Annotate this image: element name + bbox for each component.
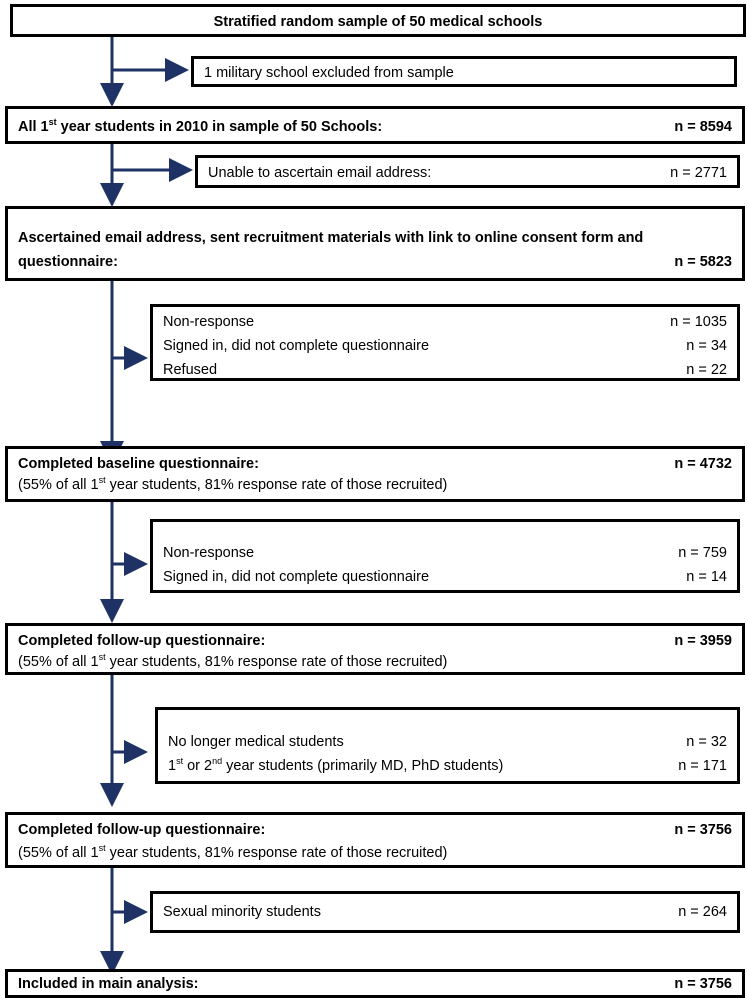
box-followup-completed: Completed follow-up questionnaire: n = 3…: [5, 623, 745, 675]
exclusion-followup-2-item-2-label: 1st or 2nd year students (primarily MD, …: [168, 756, 504, 774]
box-main-analysis: Included in main analysis: n = 3756: [5, 969, 745, 998]
box-recruited: Ascertained email address, sent recruitm…: [5, 206, 745, 281]
box-sample-text: Stratified random sample of 50 medical s…: [213, 14, 543, 30]
box-followup-eligible-n: n = 3756: [674, 822, 732, 838]
box-sample: Stratified random sample of 50 medical s…: [10, 4, 746, 37]
exclusion-no-email-label: Unable to ascertain email address:: [208, 165, 432, 181]
box-followup-completed-sub: (55% of all 1st year students, 81% respo…: [18, 652, 448, 670]
exclusion-followup-1-item-1-n: n = 759: [678, 545, 727, 561]
box-baseline-completed-n: n = 4732: [674, 456, 732, 472]
exclusion-followup-1-item-1-label: Non-response: [163, 545, 255, 561]
box-recruited-line2: questionnaire:: [18, 254, 118, 270]
exclusion-baseline-item-2-n: n = 34: [686, 338, 727, 354]
exclusion-no-email: Unable to ascertain email address: n = 2…: [195, 155, 740, 188]
exclusion-sexual-minority: Sexual minority students n = 264: [150, 891, 740, 933]
box-all-first-year-label: All 1st year students in 2010 in sample …: [18, 117, 383, 135]
box-followup-eligible-title: Completed follow-up questionnaire:: [18, 822, 266, 838]
exclusion-followup-2-item-1-n: n = 32: [686, 734, 727, 750]
box-baseline-completed-title: Completed baseline questionnaire:: [18, 456, 259, 472]
box-recruited-n: n = 5823: [674, 254, 732, 270]
box-followup-eligible-sub: (55% of all 1st year students, 81% respo…: [18, 843, 448, 861]
box-all-first-year-n: n = 8594: [674, 119, 732, 135]
exclusion-baseline: Non-response n = 1035 Signed in, did not…: [150, 304, 740, 381]
exclusion-sexual-minority-label: Sexual minority students: [163, 904, 321, 920]
exclusion-baseline-item-1-label: Non-response: [163, 314, 255, 330]
exclusion-baseline-item-3-label: Refused: [163, 362, 218, 378]
exclusion-military-text: 1 military school excluded from sample: [204, 65, 454, 81]
exclusion-followup-1: Non-response n = 759 Signed in, did not …: [150, 519, 740, 593]
exclusion-followup-2-item-1-label: No longer medical students: [168, 734, 344, 750]
exclusion-followup-1-item-2-label: Signed in, did not complete questionnair…: [163, 569, 430, 585]
box-baseline-completed-sub: (55% of all 1st year students, 81% respo…: [18, 475, 448, 493]
exclusion-baseline-item-1-n: n = 1035: [670, 314, 727, 330]
exclusion-followup-1-item-2-n: n = 14: [686, 569, 727, 585]
exclusion-followup-2-item-2-n: n = 171: [678, 758, 727, 774]
exclusion-baseline-item-2-label: Signed in, did not complete questionnair…: [163, 338, 430, 354]
exclusion-no-email-n: n = 2771: [670, 165, 727, 181]
exclusion-baseline-item-3-n: n = 22: [686, 362, 727, 378]
exclusion-military: 1 military school excluded from sample: [191, 56, 737, 87]
box-main-analysis-label: Included in main analysis:: [18, 976, 199, 992]
box-followup-eligible: Completed follow-up questionnaire: n = 3…: [5, 812, 745, 868]
box-main-analysis-n: n = 3756: [674, 976, 732, 992]
exclusion-sexual-minority-n: n = 264: [678, 904, 727, 920]
box-all-first-year: All 1st year students in 2010 in sample …: [5, 106, 745, 144]
box-followup-completed-n: n = 3959: [674, 633, 732, 649]
exclusion-followup-2: No longer medical students n = 32 1st or…: [155, 707, 740, 784]
box-followup-completed-title: Completed follow-up questionnaire:: [18, 633, 266, 649]
box-recruited-line1: Ascertained email address, sent recruitm…: [18, 230, 644, 246]
box-baseline-completed: Completed baseline questionnaire: n = 47…: [5, 446, 745, 502]
